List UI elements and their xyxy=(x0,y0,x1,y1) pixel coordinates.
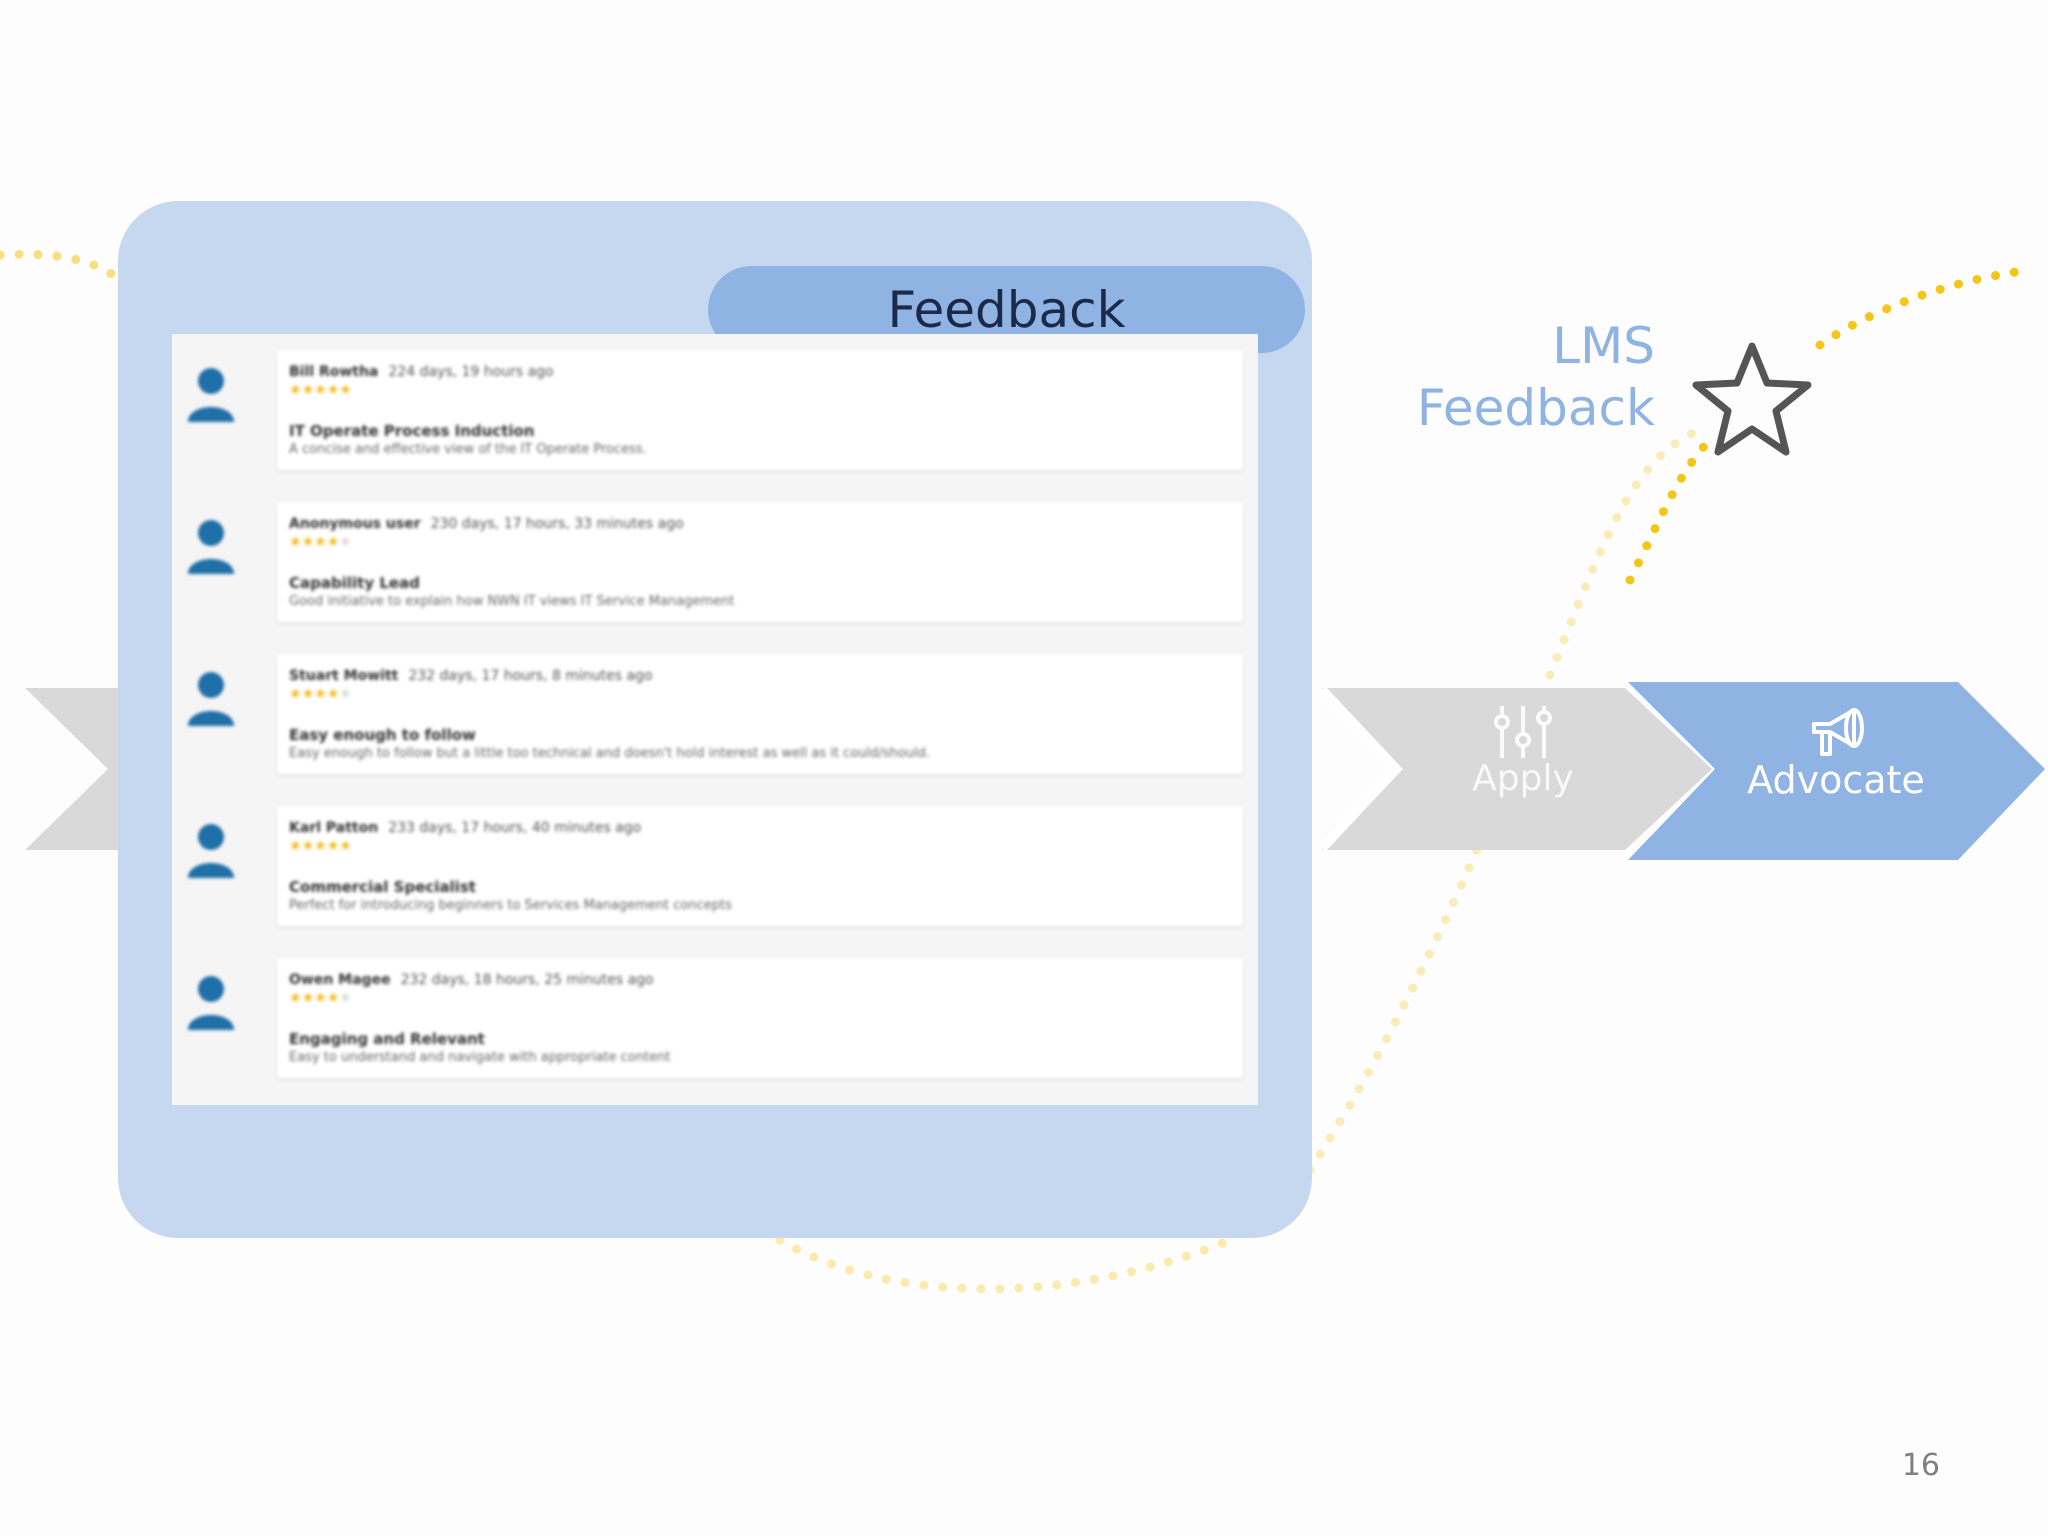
lms-label-line1: LMS xyxy=(1552,317,1655,375)
review-card: Karl Patton 233 days, 17 hours, 40 minute… xyxy=(277,806,1243,926)
rating-star-icon: ★ xyxy=(326,686,340,702)
star-outline-icon xyxy=(1692,342,1812,456)
dotted-curve-rise xyxy=(1305,425,1705,1175)
rating-star-icon: ★ xyxy=(339,686,352,702)
review-author: Bill Rowtha xyxy=(289,364,379,380)
review-rating-stars: ★★★★★ xyxy=(289,838,352,854)
rating-star-icon: ★ xyxy=(289,534,302,550)
review-rating-stars: ★★★★★ xyxy=(289,534,352,550)
megaphone-icon xyxy=(1812,708,1864,756)
rating-star-icon: ★ xyxy=(289,838,302,854)
rating-star-icon: ★ xyxy=(301,990,315,1006)
rating-star-icon: ★ xyxy=(339,990,352,1006)
review-author: Owen Magee xyxy=(289,972,391,988)
sliders-icon xyxy=(1494,706,1552,758)
rating-star-icon: ★ xyxy=(326,990,340,1006)
review-item: Stuart Mowitt 232 days, 17 hours, 8 minut… xyxy=(172,654,1258,779)
review-header: Anonymous user 230 days, 17 hours, 33 min… xyxy=(289,516,684,532)
review-card: Owen Magee 232 days, 18 hours, 25 minutes… xyxy=(277,958,1243,1078)
dotted-curve-lower xyxy=(775,1235,1235,1294)
rating-star-icon: ★ xyxy=(314,990,327,1006)
rating-star-icon: ★ xyxy=(289,686,302,702)
rating-star-icon: ★ xyxy=(314,686,327,702)
page-number: 16 xyxy=(1901,1448,1940,1483)
rating-star-icon: ★ xyxy=(289,382,302,398)
user-avatar-icon xyxy=(188,672,234,726)
review-item: Karl Patton 233 days, 17 hours, 40 minute… xyxy=(172,806,1258,931)
review-author: Stuart Mowitt xyxy=(289,668,399,684)
user-avatar-icon xyxy=(188,368,234,422)
rating-star-icon: ★ xyxy=(301,534,315,550)
lms-label-line2: Feedback xyxy=(1416,379,1655,437)
user-avatar-icon xyxy=(188,824,234,878)
review-card: Anonymous user 230 days, 17 hours, 33 min… xyxy=(277,502,1243,622)
rating-star-icon: ★ xyxy=(301,382,315,398)
review-title: Easy enough to follow xyxy=(289,726,476,744)
review-rating-stars: ★★★★★ xyxy=(289,990,352,1006)
review-item: Owen Magee 232 days, 18 hours, 25 minutes… xyxy=(172,958,1258,1083)
review-rating-stars: ★★★★★ xyxy=(289,686,352,702)
feedback-tab-label: Feedback xyxy=(887,280,1126,339)
review-time: 224 days, 19 hours ago xyxy=(388,364,554,380)
review-comment: Easy enough to follow but a little too t… xyxy=(289,746,930,761)
review-title: Engaging and Relevant xyxy=(289,1030,485,1048)
review-author: Anonymous user xyxy=(289,516,421,532)
user-avatar-icon xyxy=(188,520,234,574)
review-title: Commercial Specialist xyxy=(289,878,476,896)
dotted-curve-top xyxy=(1625,435,1715,585)
advocate-label: Advocate xyxy=(1747,758,1925,802)
process-arrow-advocate xyxy=(1628,682,2045,860)
user-avatar-icon xyxy=(188,976,234,1030)
lms-feedback-label: LMS Feedback xyxy=(1380,315,1655,439)
review-time: 232 days, 17 hours, 8 minutes ago xyxy=(408,668,653,684)
review-time: 232 days, 18 hours, 25 minutes ago xyxy=(400,972,654,988)
review-comment: Good initiative to explain how NWN IT vi… xyxy=(289,594,735,609)
rating-star-icon: ★ xyxy=(326,838,340,854)
rating-star-icon: ★ xyxy=(301,686,315,702)
review-header: Bill Rowtha 224 days, 19 hours ago xyxy=(289,364,554,380)
apply-label: Apply xyxy=(1472,758,1574,799)
review-comment: Perfect for introducing beginners to Ser… xyxy=(289,898,732,913)
review-time: 233 days, 17 hours, 40 minutes ago xyxy=(388,820,642,836)
review-title: IT Operate Process Induction xyxy=(289,422,535,440)
review-header: Owen Magee 232 days, 18 hours, 25 minutes… xyxy=(289,972,654,988)
rating-star-icon: ★ xyxy=(289,990,302,1006)
rating-star-icon: ★ xyxy=(301,838,315,854)
rating-star-icon: ★ xyxy=(314,838,327,854)
review-author: Karl Patton xyxy=(289,820,379,836)
review-item: Anonymous user 230 days, 17 hours, 33 min… xyxy=(172,502,1258,627)
rating-star-icon: ★ xyxy=(314,382,327,398)
process-arrow-apply xyxy=(1322,688,1712,850)
rating-star-icon: ★ xyxy=(314,534,327,550)
review-rating-stars: ★★★★★ xyxy=(289,382,352,398)
rating-star-icon: ★ xyxy=(326,534,340,550)
review-header: Stuart Mowitt 232 days, 17 hours, 8 minut… xyxy=(289,668,652,684)
review-comment: Easy to understand and navigate with app… xyxy=(289,1050,671,1065)
rating-star-icon: ★ xyxy=(326,382,340,398)
dotted-curve-upper-right xyxy=(1815,265,2035,350)
dotted-curve xyxy=(0,249,130,290)
rating-star-icon: ★ xyxy=(339,382,352,398)
rating-star-icon: ★ xyxy=(339,838,352,854)
review-header: Karl Patton 233 days, 17 hours, 40 minute… xyxy=(289,820,641,836)
review-comment: A concise and effective view of the IT O… xyxy=(289,442,647,457)
review-title: Capability Lead xyxy=(289,574,420,592)
review-time: 230 days, 17 hours, 33 minutes ago xyxy=(430,516,684,532)
review-card: Stuart Mowitt 232 days, 17 hours, 8 minut… xyxy=(277,654,1243,774)
rating-star-icon: ★ xyxy=(339,534,352,550)
process-arrow-left xyxy=(25,688,130,850)
